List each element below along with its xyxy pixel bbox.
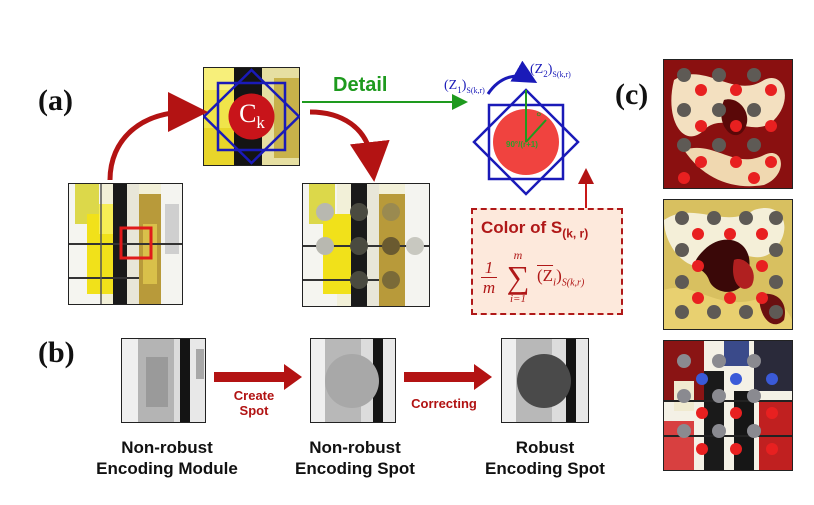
arrow-source-to-zoom xyxy=(107,92,208,181)
formula-sum-top: m xyxy=(513,248,523,262)
formula-sigma: ∑ xyxy=(506,259,530,295)
center-subscript: k xyxy=(256,113,265,133)
z2-label: (Z2)S(k,r) xyxy=(530,62,571,79)
non-robust-spot-thumbnail xyxy=(310,338,396,423)
caption-1-line1: Non-robust xyxy=(121,438,213,457)
caption-1-line2: Encoding Module xyxy=(96,459,238,478)
arrow-correcting-shaft xyxy=(404,372,476,382)
caption-non-robust-spot: Non-robust Encoding Spot xyxy=(280,437,430,479)
robust-spot-thumbnail xyxy=(501,338,589,423)
z2-text: (Z xyxy=(530,62,544,77)
z1-index: 1 xyxy=(457,84,462,95)
result-image-graphic xyxy=(303,184,429,306)
create-spot-line1: Create xyxy=(233,388,275,403)
angle-label: 90°/(r+1) xyxy=(506,140,538,149)
source-image-graphic xyxy=(69,184,182,304)
caption-2-line1: Non-robust xyxy=(309,438,401,457)
formula-term-index: i xyxy=(553,276,557,289)
correcting-label: Correcting xyxy=(411,396,477,411)
module-geometry-overlay xyxy=(203,68,300,165)
non-robust-module-graphic xyxy=(122,339,205,422)
caption-3-line1: Robust xyxy=(515,438,575,457)
z2-subscript: S(k,r) xyxy=(552,69,571,79)
arrow-zoom-to-result xyxy=(309,109,390,182)
panel-label-c: (c) xyxy=(615,78,649,111)
example-image-2 xyxy=(663,199,793,330)
example-image-1-graphic xyxy=(664,60,792,188)
formula-term-subscript: S(k,r) xyxy=(561,277,585,289)
non-robust-spot-graphic xyxy=(311,339,395,422)
example-image-2-graphic xyxy=(664,200,792,329)
example-image-3-graphic xyxy=(664,341,792,470)
formula-sum: m ∑ i=1 xyxy=(501,248,535,306)
color-formula-box: Color of S(k, r) 1 m m ∑ i=1 (Zi)S(k,r) xyxy=(471,208,623,315)
arrow-create-spot-head xyxy=(284,364,302,390)
result-image-thumbnail xyxy=(302,183,430,307)
z2-index: 2 xyxy=(543,68,548,79)
z1-text: (Z xyxy=(444,78,458,93)
z1-subscript: S(k,r) xyxy=(466,85,485,95)
example-image-1 xyxy=(663,59,793,189)
non-robust-module-thumbnail xyxy=(121,338,206,423)
arrow-create-spot-shaft xyxy=(214,372,286,382)
arrow-correcting-head xyxy=(474,364,492,390)
angle-mark: ° xyxy=(536,109,542,125)
caption-robust-spot: Robust Encoding Spot xyxy=(470,437,620,479)
formula: 1 m m ∑ i=1 (Zi)S(k,r) xyxy=(481,248,621,308)
formula-denominator: m xyxy=(481,277,497,297)
create-spot-line2: Spot xyxy=(239,403,269,418)
arrow-rotation xyxy=(486,60,538,95)
detail-label: Detail xyxy=(333,74,388,96)
example-image-3 xyxy=(663,340,793,471)
formula-fraction: 1 m xyxy=(481,258,497,297)
formula-numerator: 1 xyxy=(484,258,494,277)
color-title-subscript: (k, r) xyxy=(562,226,589,241)
caption-3-line2: Encoding Spot xyxy=(485,459,605,478)
color-title-text: Color of S xyxy=(481,218,563,237)
caption-non-robust-module: Non-robust Encoding Module xyxy=(92,437,242,479)
formula-sum-bottom: i=1 xyxy=(510,293,526,305)
caption-2-line2: Encoding Spot xyxy=(295,459,415,478)
center-label: Ck xyxy=(226,100,278,137)
panel-label-a: (a) xyxy=(38,84,73,117)
z1-label: (Z1)S(k,r) xyxy=(444,78,485,95)
color-title: Color of S(k, r) xyxy=(481,218,588,240)
center-symbol: C xyxy=(239,99,257,128)
panel-label-b: (b) xyxy=(38,336,75,369)
formula-term: (Zi)S(k,r) xyxy=(537,266,585,289)
source-image-thumbnail xyxy=(68,183,183,305)
robust-spot-graphic xyxy=(502,339,588,422)
formula-term-text: (Z xyxy=(537,266,554,285)
detail-geometry-diagram: ° xyxy=(472,88,580,196)
create-spot-label: Create Spot xyxy=(218,388,290,418)
